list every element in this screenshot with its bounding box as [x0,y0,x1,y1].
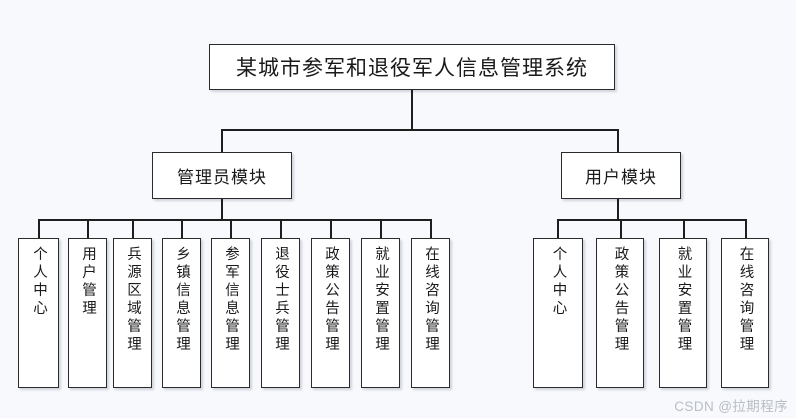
connector-admin-drop-9 [430,219,432,238]
connector-root-stem [411,90,413,130]
connector-admin-stem [221,199,223,220]
connector-admin-drop-8 [380,219,382,238]
connector-admin-drop-6 [280,219,282,238]
leaf-node-admin-5[interactable]: 参军信息管理 [211,238,250,388]
leaf-node-admin-2[interactable]: 用户管理 [68,238,107,388]
connector-admin-drop-2 [87,219,89,238]
connector-user-drop-1 [557,219,559,238]
leaf-node-user-4[interactable]: 在线咨询管理 [721,238,769,388]
leaf-node-admin-7[interactable]: 政策公告管理 [311,238,350,388]
leaf-node-user-2[interactable]: 政策公告管理 [596,238,644,388]
root-node-system-title[interactable]: 某城市参军和退役军人信息管理系统 [209,44,615,90]
leaf-node-admin-9-label: 在线咨询管理 [423,246,440,354]
connector-level2-drop-user [617,129,619,153]
leaf-node-admin-4[interactable]: 乡镇信息管理 [162,238,201,388]
connector-admin-drop-5 [230,219,232,238]
connector-admin-drop-3 [132,219,134,238]
connector-user-drop-2 [620,219,622,238]
connector-admin-drop-1 [38,219,40,238]
leaf-node-admin-4-label: 乡镇信息管理 [174,246,191,354]
leaf-node-admin-6[interactable]: 退役士兵管理 [261,238,300,388]
connector-level2-drop-admin [221,129,223,153]
root-node-label: 某城市参军和退役军人信息管理系统 [236,56,588,80]
branch-node-admin-label: 管理员模块 [177,168,267,187]
leaf-node-user-1[interactable]: 个人中心 [533,238,583,388]
leaf-node-admin-2-label: 用户管理 [80,246,97,318]
branch-node-user-label: 用户模块 [585,168,657,187]
leaf-node-user-3[interactable]: 就业安置管理 [659,238,707,388]
leaf-node-admin-1-label: 个人中心 [31,246,48,318]
leaf-node-user-4-label: 在线咨询管理 [737,246,754,354]
leaf-node-admin-5-label: 参军信息管理 [223,246,240,354]
connector-user-bar [557,219,745,221]
leaf-node-admin-1[interactable]: 个人中心 [18,238,59,388]
connector-user-stem [617,199,619,220]
watermark-text: CSDN @拉期程序 [674,399,788,414]
leaf-node-admin-3[interactable]: 兵源区域管理 [113,238,152,388]
leaf-node-admin-8[interactable]: 就业安置管理 [361,238,400,388]
connector-admin-drop-7 [330,219,332,238]
connector-level2-bar [221,129,618,131]
branch-node-admin-module[interactable]: 管理员模块 [152,152,292,199]
leaf-node-admin-9[interactable]: 在线咨询管理 [411,238,450,388]
leaf-node-user-3-label: 就业安置管理 [675,246,692,354]
connector-admin-drop-4 [181,219,183,238]
leaf-node-user-2-label: 政策公告管理 [612,246,629,354]
leaf-node-admin-6-label: 退役士兵管理 [273,246,290,354]
connector-user-drop-4 [745,219,747,238]
connector-admin-bar [38,219,431,221]
leaf-node-user-1-label: 个人中心 [550,246,567,318]
branch-node-user-module[interactable]: 用户模块 [561,152,681,199]
leaf-node-admin-3-label: 兵源区域管理 [125,246,142,354]
connector-user-drop-3 [683,219,685,238]
leaf-node-admin-7-label: 政策公告管理 [323,246,340,354]
leaf-node-admin-8-label: 就业安置管理 [373,246,390,354]
